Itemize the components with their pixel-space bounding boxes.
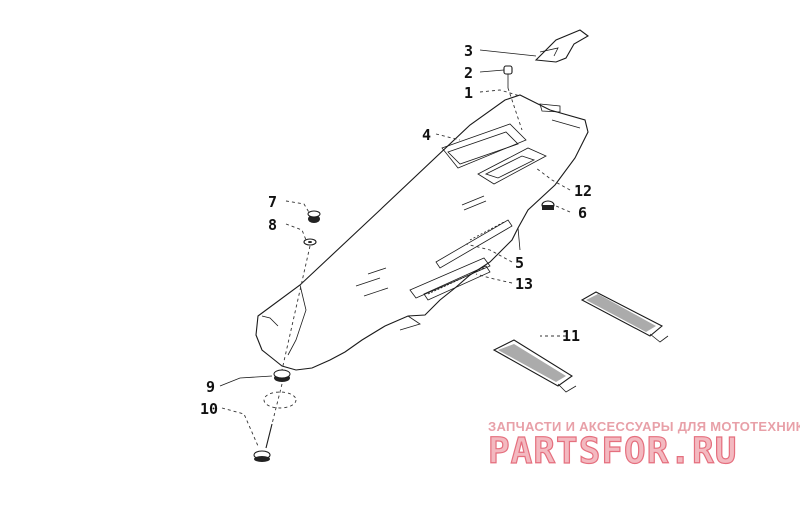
watermark-brand: PARTSFOR.RU	[488, 431, 737, 472]
callout-12: 12	[574, 182, 592, 200]
callout-10: 10	[200, 400, 218, 418]
callout-7: 7	[268, 193, 277, 211]
callout-labels: 3 2 1 4 12 6 7 8 5 13 11 9 10	[200, 42, 592, 418]
nut-right	[541, 200, 555, 210]
nut-bottom	[273, 369, 291, 382]
skid-plate	[255, 94, 589, 371]
assembly-lines	[271, 87, 523, 425]
callout-11: 11	[562, 327, 580, 345]
washer-bottom	[263, 391, 297, 409]
bolt-bottom	[253, 423, 273, 462]
watermark: ЗАПЧАСТИ И АКСЕССУАРЫ ДЛЯ МОТОТЕХНИКИ PA…	[487, 419, 800, 473]
callout-13: 13	[515, 275, 533, 293]
callout-3: 3	[464, 42, 473, 60]
washer-left	[303, 238, 317, 246]
callout-9: 9	[206, 378, 215, 396]
mesh-pads	[492, 291, 669, 393]
watermark-tagline: ЗАПЧАСТИ И АКСЕССУАРЫ ДЛЯ МОТОТЕХНИКИ	[488, 419, 800, 434]
bolt-top	[503, 65, 513, 88]
bracket	[534, 29, 589, 63]
nut-left	[307, 210, 321, 223]
callout-6: 6	[578, 204, 587, 222]
leader-lines	[219, 49, 571, 447]
callout-5: 5	[515, 254, 524, 272]
callout-8: 8	[268, 216, 277, 234]
callout-4: 4	[422, 126, 431, 144]
callout-2: 2	[464, 64, 473, 82]
callout-1: 1	[464, 84, 473, 102]
